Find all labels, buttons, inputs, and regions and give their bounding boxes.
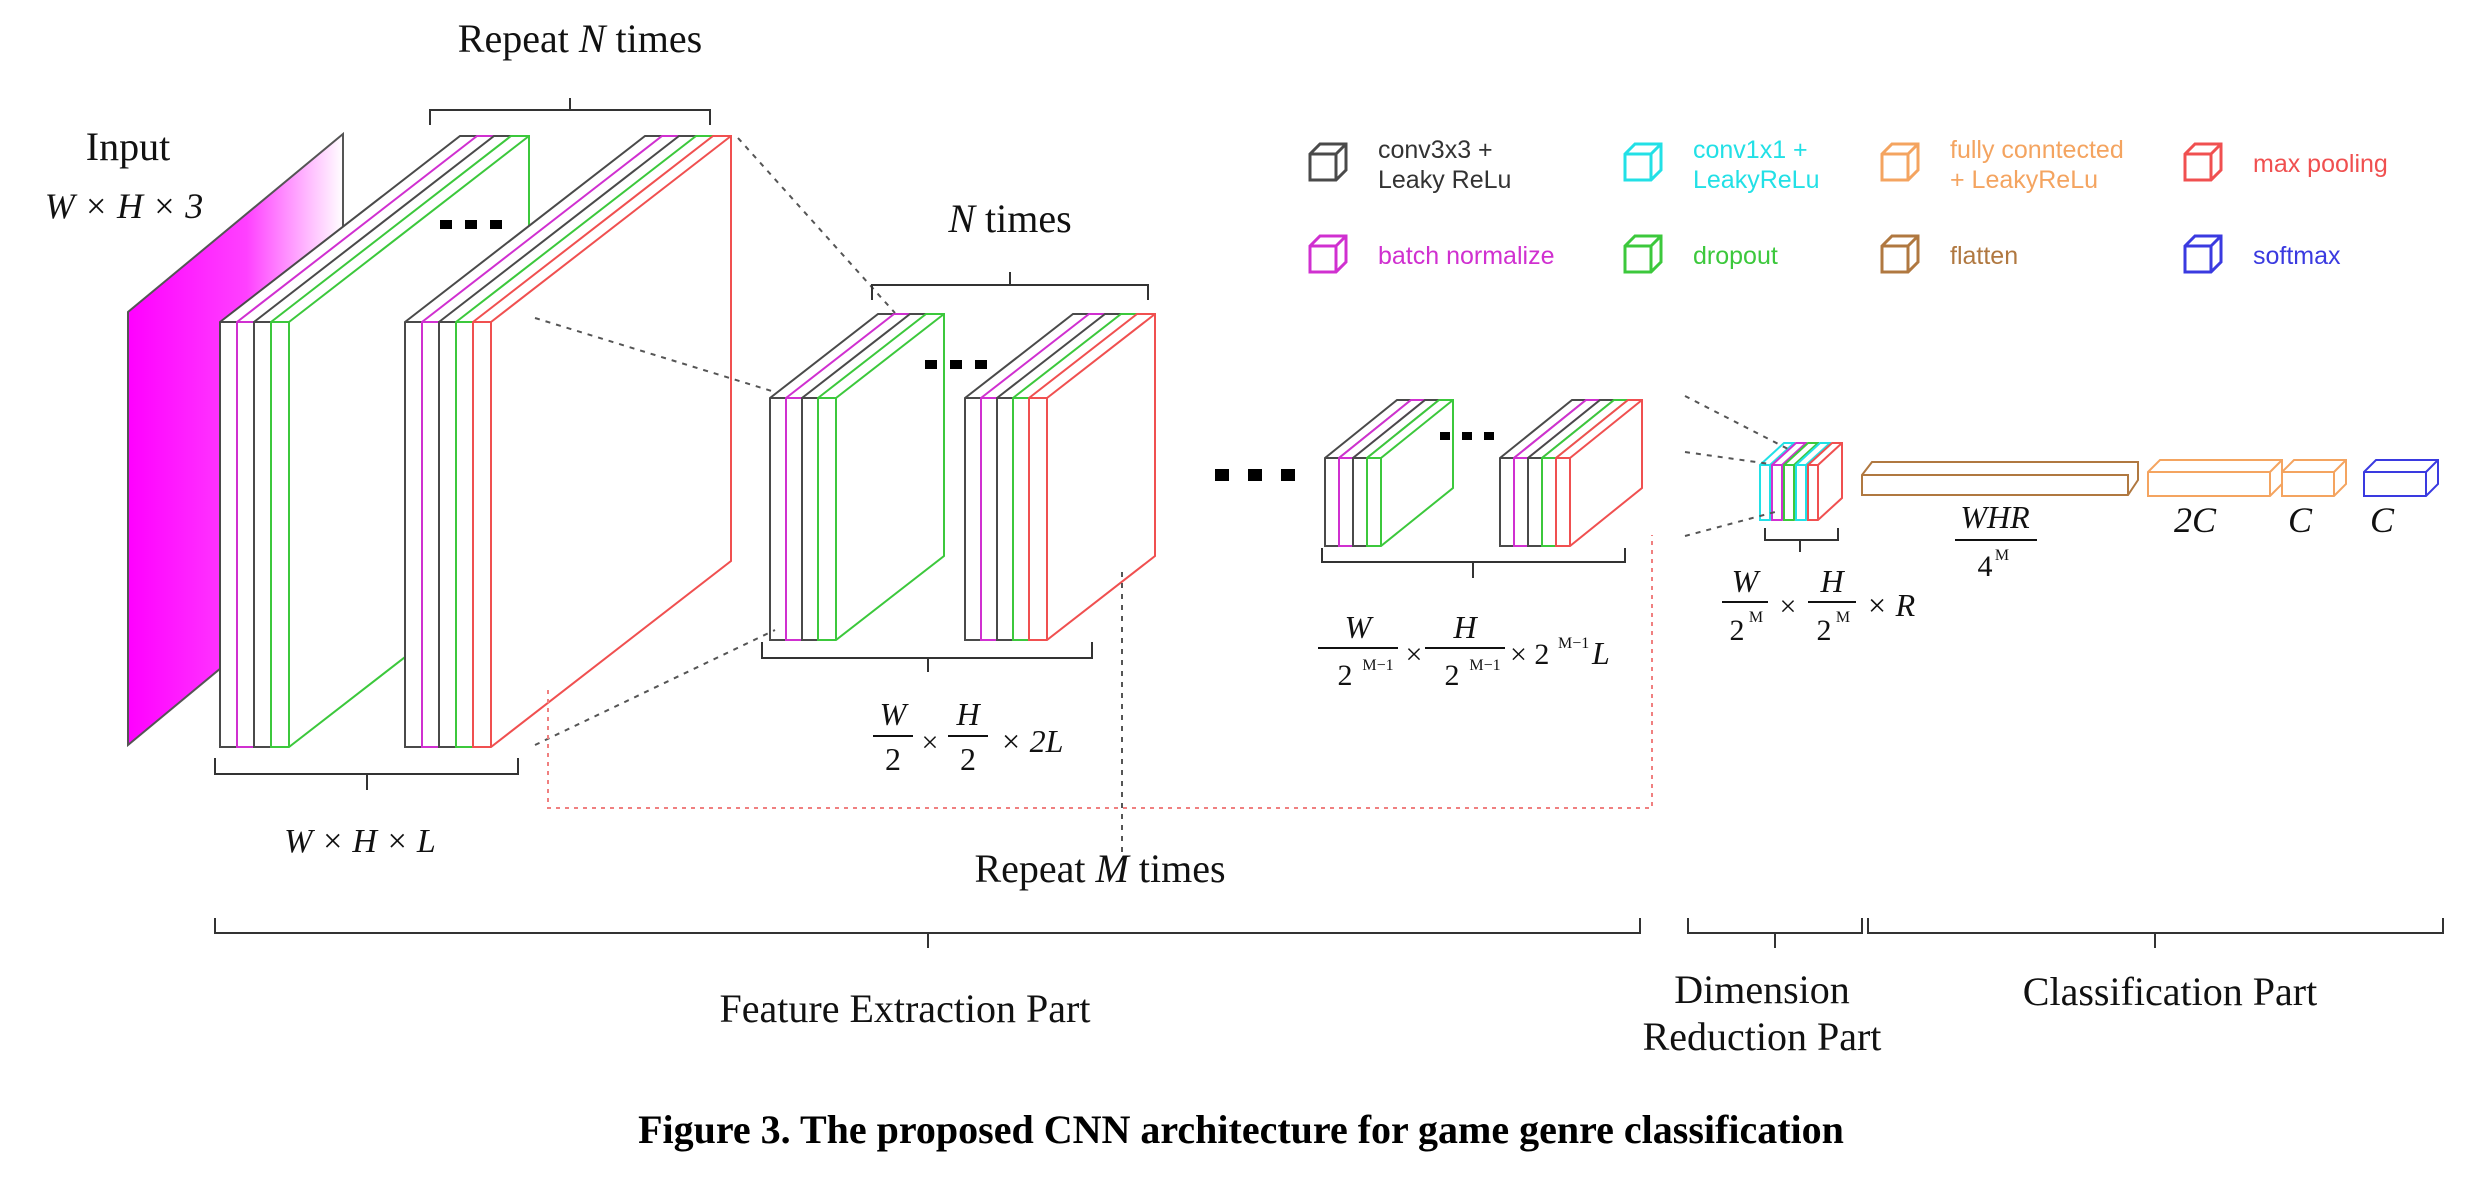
svg-text:2: 2	[1730, 614, 1745, 647]
legend-item-max_pooling: max pooling	[2183, 142, 2388, 182]
svg-text:× 2: × 2	[1510, 638, 1549, 671]
legend-label: conv3x3 +	[1378, 136, 1493, 164]
svg-text:W: W	[1732, 563, 1762, 599]
classification-label: Classification Part	[2023, 969, 2317, 1014]
legend-item-conv1x1: conv1x1 +LeakyReLu	[1623, 136, 1819, 194]
softmax-dims: C	[2370, 500, 2395, 540]
legend-label-line2: + LeakyReLu	[1950, 166, 2098, 194]
fc2-dims: C	[2288, 500, 2313, 540]
block1-dims: W × H × L	[284, 823, 436, 860]
feature-extraction-label: Feature Extraction Part	[720, 986, 1091, 1031]
cube-icon	[2183, 234, 2223, 274]
dimension-reduction-label-line1: Dimension	[1674, 967, 1850, 1012]
n-times-label: N times	[947, 196, 1071, 241]
repeat-m-boundary	[547, 535, 1653, 809]
ellipsis-dots	[440, 220, 1494, 481]
legend-item-batch_normalize: batch normalize	[1308, 234, 1554, 274]
legend-label: flatten	[1950, 242, 2018, 270]
legend-label: conv1x1 +	[1693, 136, 1808, 164]
legend: conv3x3 +Leaky ReLu conv1x1 +LeakyReLu ful…	[1308, 136, 2388, 274]
svg-text:M−1: M−1	[1362, 657, 1393, 674]
svg-text:M: M	[1749, 609, 1763, 626]
svg-text:×: ×	[922, 726, 939, 759]
fc-2c-layer	[2147, 459, 2283, 497]
svg-text:M−1: M−1	[1558, 635, 1589, 652]
svg-text:L: L	[1591, 635, 1610, 671]
flatten-dims: WHR 4 M	[1955, 499, 2037, 583]
braces	[214, 98, 2444, 948]
figure-caption: Figure 3. The proposed CNN architecture …	[638, 1107, 1844, 1152]
svg-text:4: 4	[1978, 550, 1993, 583]
svg-text:W: W	[880, 696, 910, 732]
svg-text:×: ×	[1406, 638, 1423, 671]
legend-item-softmax: softmax	[2183, 234, 2341, 274]
svg-text:H: H	[955, 696, 981, 732]
cube-icon	[1880, 234, 1920, 274]
dimension-reduction-label-line2: Reduction Part	[1643, 1014, 1882, 1059]
cube-icon	[1880, 142, 1920, 182]
legend-label: batch normalize	[1378, 242, 1554, 270]
dimred-dims: W 2 M × H 2 M × R	[1722, 563, 1916, 647]
cube-icon	[1308, 142, 1348, 182]
input-label: Input	[86, 124, 170, 169]
svg-text:H: H	[1452, 609, 1478, 645]
svg-text:WHR: WHR	[1960, 499, 2030, 535]
svg-text:2: 2	[960, 741, 976, 777]
legend-item-dropout: dropout	[1623, 234, 1778, 274]
svg-text:M: M	[1836, 609, 1850, 626]
block3-dims: W 2 M−1 × H 2 M−1 × 2 M−1 L	[1318, 609, 1610, 692]
svg-text:×: ×	[1780, 590, 1797, 623]
cube-icon	[1623, 234, 1663, 274]
layer-stacks	[219, 135, 2439, 748]
legend-label: max pooling	[2253, 150, 2388, 178]
legend-label-line2: Leaky ReLu	[1378, 166, 1511, 194]
svg-text:2: 2	[1445, 659, 1460, 692]
dropout-layer	[817, 313, 945, 641]
repeat-m-label: Repeat M times	[974, 846, 1225, 891]
softmax-layer	[2363, 459, 2439, 497]
projection-guides	[534, 137, 1791, 746]
block2-dims: W 2 × H 2 × 2L	[873, 696, 1063, 777]
legend-item-conv3x3: conv3x3 +Leaky ReLu	[1308, 136, 1511, 194]
svg-text:× R: × R	[1866, 587, 1916, 623]
legend-label: dropout	[1693, 242, 1778, 270]
maxpool-layer	[1028, 313, 1156, 641]
svg-text:M: M	[1995, 547, 2009, 564]
maxpool-layer	[1807, 442, 1843, 521]
fc-c-layer	[2281, 459, 2347, 497]
legend-item-flatten: flatten	[1880, 234, 2018, 274]
svg-text:M−1: M−1	[1469, 657, 1500, 674]
svg-text:W: W	[1345, 609, 1375, 645]
cube-icon	[1308, 234, 1348, 274]
legend-item-fully_connected: fully conntected+ LeakyReLu	[1880, 136, 2124, 194]
flatten-layer	[1861, 461, 2139, 496]
svg-text:2: 2	[885, 741, 901, 777]
svg-text:2: 2	[1338, 659, 1353, 692]
maxpool-layer	[472, 135, 732, 748]
svg-text:H: H	[1819, 563, 1845, 599]
dropout-layer	[1366, 399, 1454, 547]
maxpool-layer	[1555, 399, 1643, 547]
cube-icon	[2183, 142, 2223, 182]
legend-label-line2: LeakyReLu	[1693, 166, 1819, 194]
legend-label: fully conntected	[1950, 136, 2124, 164]
fc1-dims: 2C	[2174, 500, 2217, 540]
cube-icon	[1623, 142, 1663, 182]
svg-text:2: 2	[1817, 614, 1832, 647]
legend-label: softmax	[2253, 242, 2341, 270]
repeat-n-label: Repeat N times	[458, 16, 702, 61]
input-dims: W × H × 3	[45, 186, 204, 226]
svg-text:× 2L: × 2L	[1000, 723, 1063, 759]
